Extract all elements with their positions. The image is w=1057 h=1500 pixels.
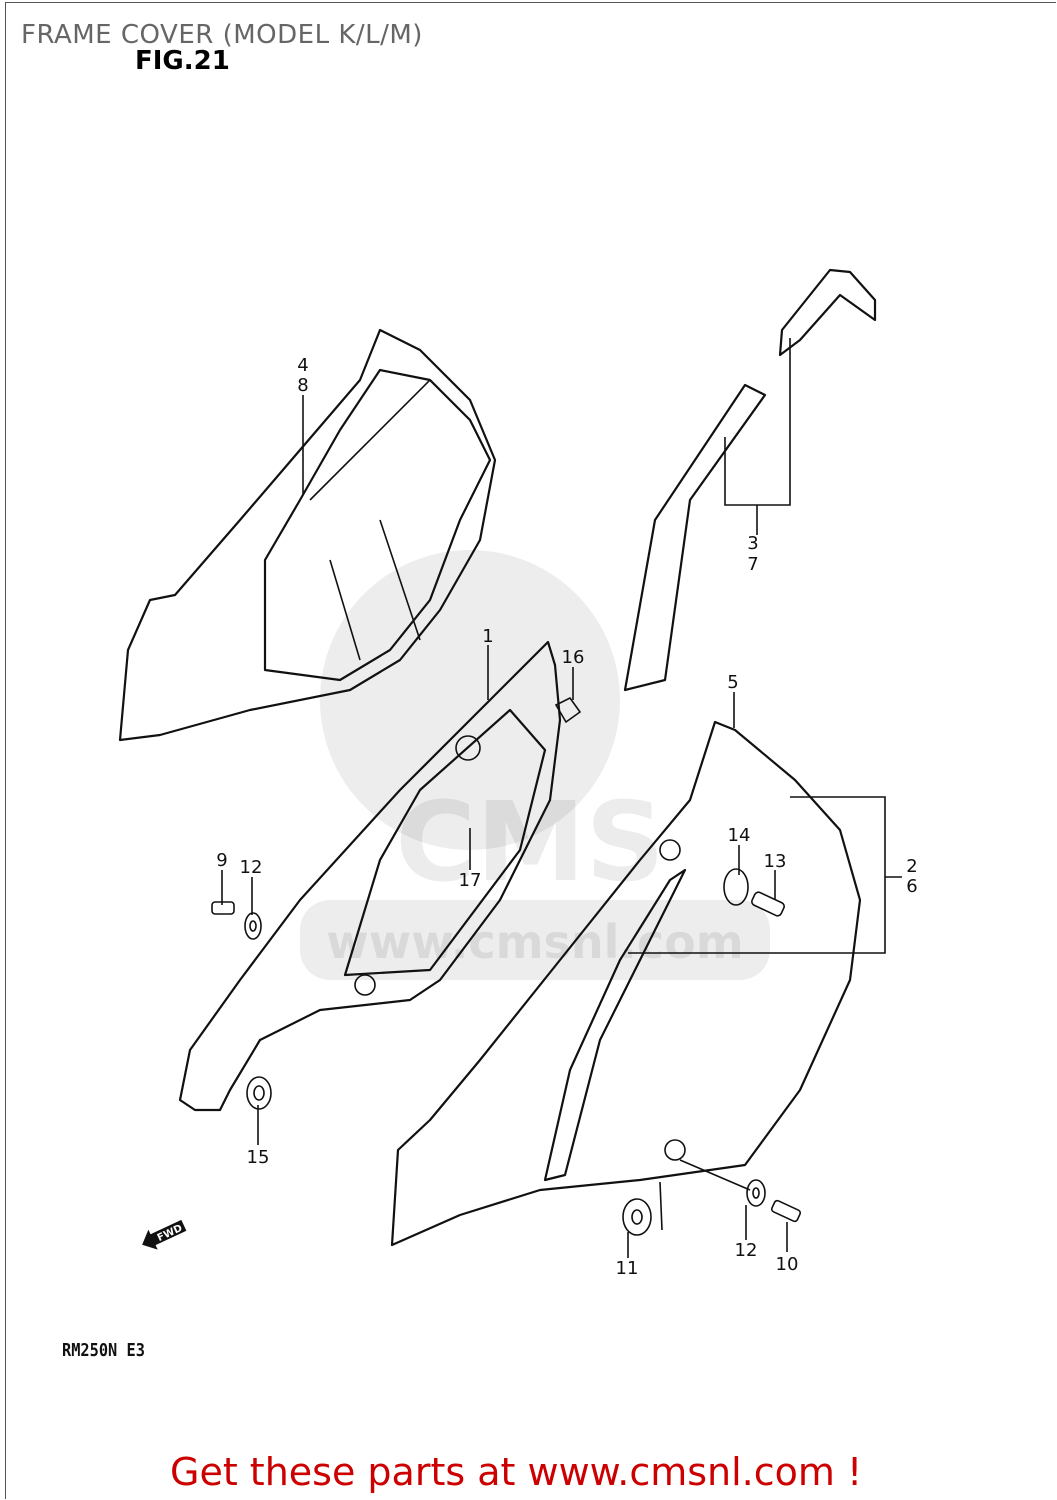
callout-1: 1 — [482, 626, 493, 647]
callout-12-upper: 12 — [240, 857, 263, 878]
part-washer-14[interactable] — [723, 868, 749, 906]
part-frame-cover-left[interactable] — [178, 640, 562, 1112]
callout-4: 4 — [297, 355, 308, 376]
watermark-text: www.cmsnl.com — [326, 915, 743, 969]
part-bolt-13[interactable] — [751, 891, 786, 917]
watermark-logo: www.cmsnl.com CMS — [300, 550, 770, 980]
part-grommet-11[interactable] — [622, 1198, 652, 1236]
forward-arrow-icon: FWD — [142, 1219, 187, 1250]
part-strip-lower[interactable] — [623, 383, 767, 692]
part-bolt-9[interactable] — [211, 901, 235, 915]
part-grommet-15[interactable] — [246, 1076, 272, 1110]
callout-3: 3 — [747, 533, 758, 554]
callout-6: 6 — [906, 876, 917, 897]
part-frame-cover-right[interactable] — [390, 720, 862, 1247]
part-washer-12-upper[interactable] — [244, 912, 262, 940]
part-clip-16[interactable] — [554, 696, 582, 724]
promo-link[interactable]: Get these parts at www.cmsnl.com ! — [170, 1450, 863, 1494]
callout-10: 10 — [776, 1254, 799, 1275]
callout-9: 9 — [216, 850, 227, 871]
callout-15: 15 — [247, 1147, 270, 1168]
callout-11: 11 — [616, 1258, 639, 1279]
callout-14: 14 — [728, 825, 751, 846]
callout-7: 7 — [747, 554, 758, 575]
callout-13: 13 — [764, 851, 787, 872]
part-strip-upper[interactable] — [778, 268, 877, 357]
page-title: FRAME COVER (MODEL K/L/M) — [21, 20, 423, 50]
callout-16: 16 — [562, 647, 585, 668]
callout-17: 17 — [459, 870, 482, 891]
diagram-frame — [5, 2, 1056, 1499]
callout-2: 2 — [906, 856, 917, 877]
callout-12-lower: 12 — [735, 1240, 758, 1261]
leader-lines — [221, 338, 902, 1258]
part-bolt-10[interactable] — [770, 1199, 802, 1223]
model-code: RM250N E3 — [62, 1340, 145, 1361]
callout-8: 8 — [297, 375, 308, 396]
callout-5: 5 — [727, 672, 738, 693]
part-frame-cover-decal[interactable] — [118, 328, 497, 742]
part-washer-12-lower[interactable] — [746, 1179, 766, 1207]
figure-number: FIG.21 — [135, 46, 230, 76]
